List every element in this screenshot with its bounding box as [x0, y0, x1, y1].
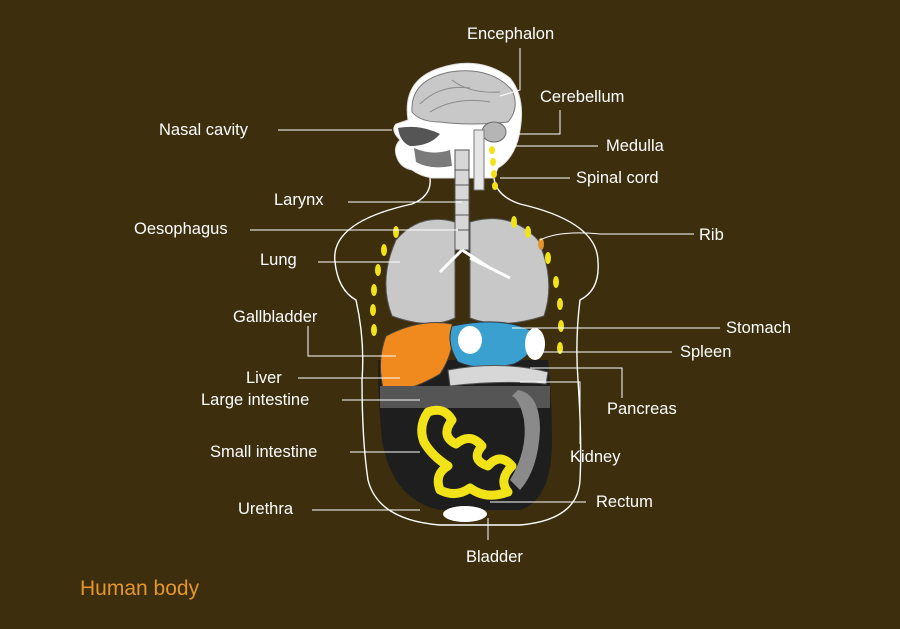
label-encephalon: Encephalon: [467, 25, 555, 43]
label-lung: Lung: [260, 251, 297, 269]
label-rib: Rib: [699, 226, 724, 244]
large-intestine: [380, 386, 550, 408]
label-small-intestine: Small intestine: [210, 443, 318, 461]
leader-lines: [250, 48, 720, 540]
label-spinal-cord: Spinal cord: [576, 169, 659, 187]
label-bladder: Bladder: [466, 548, 523, 566]
liver: [380, 322, 454, 393]
brain: [411, 70, 516, 125]
label-medulla: Medulla: [606, 137, 664, 155]
label-large-intestine: Large intestine: [201, 391, 310, 409]
label-stomach: Stomach: [726, 319, 792, 337]
vertebrae: [489, 146, 498, 190]
ribs: [370, 216, 564, 354]
label-cerebellum: Cerebellum: [540, 88, 625, 106]
label-oesophagus: Oesophagus: [134, 220, 228, 238]
nasal-area: [398, 126, 440, 146]
label-nasal-cavity: Nasal cavity: [159, 121, 248, 139]
label-liver: Liver: [246, 369, 282, 387]
label-spleen: Spleen: [680, 343, 732, 361]
label-urethra: Urethra: [238, 500, 294, 518]
label-kidney: Kidney: [570, 448, 621, 466]
cerebellum: [481, 121, 507, 143]
bladder: [443, 506, 487, 522]
label-larynx: Larynx: [274, 191, 324, 209]
label-rectum: Rectum: [596, 493, 653, 511]
caption-human-body: Human body: [80, 577, 200, 600]
label-gallbladder: Gallbladder: [233, 308, 318, 326]
small-intestine: [417, 405, 517, 500]
pancreas: [447, 364, 549, 387]
ascending-colon: [510, 390, 540, 490]
spinal-column: [473, 129, 485, 191]
lung-right: [469, 218, 550, 325]
label-pancreas: Pancreas: [607, 400, 677, 418]
